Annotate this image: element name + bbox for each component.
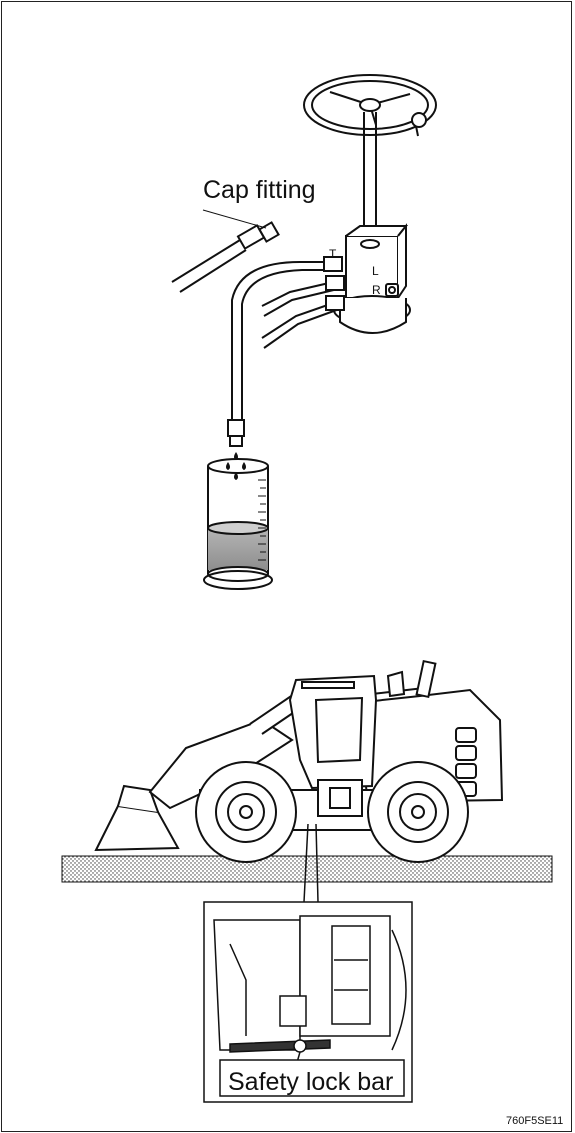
figure-code: 760F5SE11 [506, 1115, 564, 1127]
safety-lock-bar-label: Safety lock bar [228, 1068, 394, 1096]
hoses [231, 256, 345, 420]
wheel-loader [94, 659, 504, 863]
steering-unit [333, 223, 411, 334]
detail-callout [303, 823, 319, 903]
hose-end-fitting [227, 419, 245, 447]
port-r-label: R [372, 283, 381, 297]
port-t-label: T [329, 247, 337, 261]
port-l-label: L [372, 264, 379, 278]
cap-fitting-part [202, 209, 280, 243]
cap-fitting-label: Cap fitting [203, 176, 316, 204]
steering-wheel [303, 74, 437, 137]
disconnected-hose [171, 224, 266, 293]
measuring-cylinder [203, 458, 273, 590]
oil-drops [226, 452, 246, 480]
detail-inset [203, 901, 413, 1103]
ground [61, 855, 553, 883]
